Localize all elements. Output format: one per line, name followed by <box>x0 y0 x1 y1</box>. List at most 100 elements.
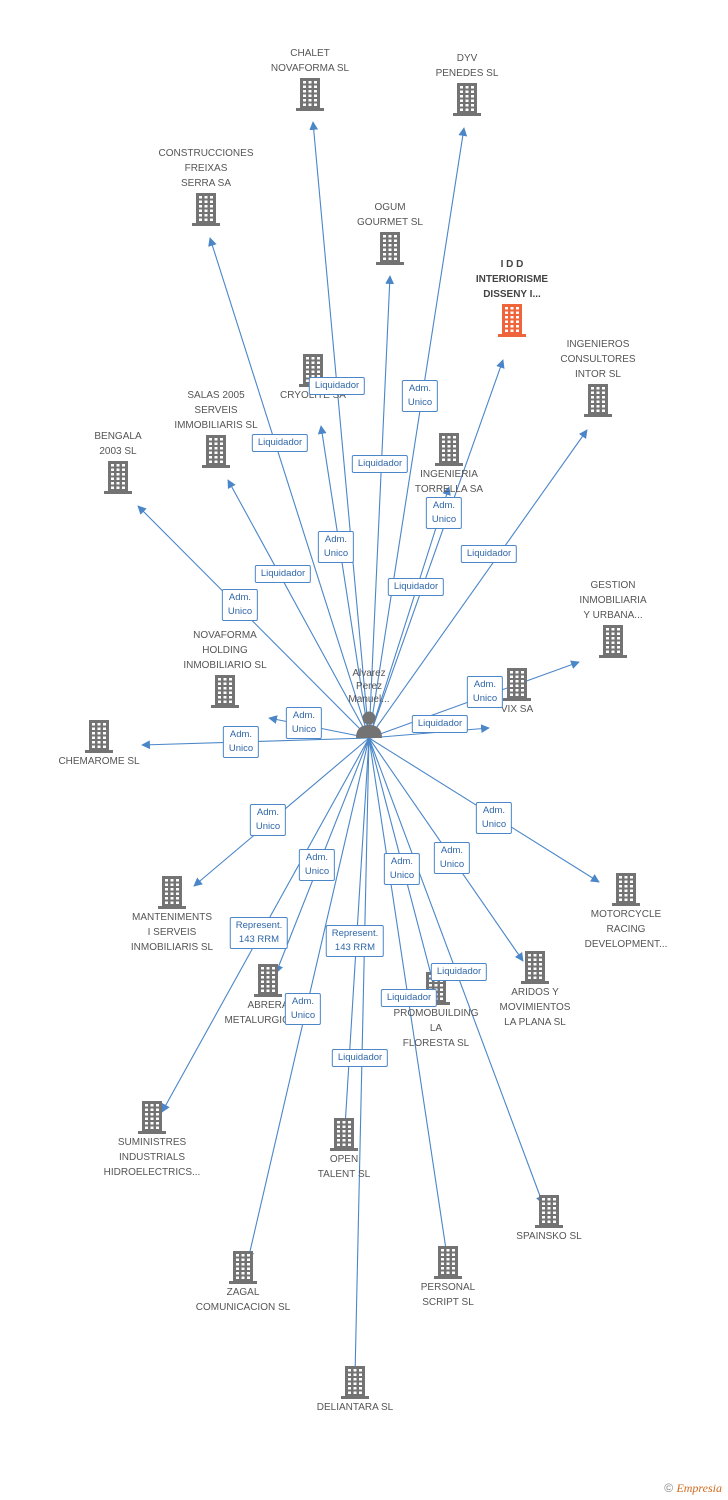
company-node-personal[interactable]: PERSONAL SCRIPT SL <box>373 1244 523 1310</box>
edge-vix <box>368 724 490 739</box>
company-node-ogum[interactable]: OGUM GOURMET SL <box>315 200 465 266</box>
company-name: BENGALA 2003 SL <box>94 431 142 457</box>
relation-label-gestion[interactable]: Adm. Unico <box>466 676 504 708</box>
company-name: DYV PENEDES SL <box>435 53 499 79</box>
relation-label-manteniments[interactable]: Adm. Unico <box>249 804 287 836</box>
company-node-spainsko[interactable]: SPAINSKO SL <box>474 1193 624 1244</box>
building-icon <box>254 964 282 997</box>
company-node-gestion[interactable]: GESTION INMOBILIARIA Y URBANA... <box>538 578 688 659</box>
building-icon <box>104 461 132 494</box>
relation-label-personal[interactable]: Liquidador <box>380 989 438 1007</box>
building-icon <box>599 625 627 658</box>
relation-label-open[interactable]: Represent. 143 RRM <box>325 925 385 957</box>
company-name: GESTION INMOBILIARIA Y URBANA... <box>579 580 647 621</box>
edge-dyv <box>368 127 468 739</box>
building-icon <box>296 78 324 111</box>
company-node-salas[interactable]: SALAS 2005 SERVEIS IMMOBILIARIS SL <box>141 388 291 469</box>
company-name: INGENIEROS CONSULTORES INTOR SL <box>560 339 636 380</box>
building-icon <box>521 951 549 984</box>
company-node-novaforma[interactable]: NOVAFORMA HOLDING INMOBILIARIO SL <box>150 628 300 709</box>
company-node-open[interactable]: OPEN TALENT SL <box>269 1116 419 1182</box>
relation-label-chalet[interactable]: Liquidador <box>308 377 366 395</box>
company-name: CRYOLITE SA <box>280 390 346 401</box>
building-icon <box>503 668 531 701</box>
building-icon <box>192 193 220 226</box>
edge-idd <box>368 359 505 739</box>
company-node-ingenieria[interactable]: INGENIERIA TORRELLA SA <box>374 431 524 497</box>
building-icon <box>434 1246 462 1279</box>
company-node-idd[interactable]: I D D INTERIORISME DISSENY I... <box>437 257 587 338</box>
relation-label-suministres[interactable]: Represent. 143 RRM <box>229 917 289 949</box>
company-node-suministres[interactable]: SUMINISTRES INDUSTRIALS HIDROELECTRICS..… <box>77 1099 227 1180</box>
edge-cryolite <box>317 425 370 739</box>
edge-salas <box>227 479 370 739</box>
relation-label-promobuilding[interactable]: Adm. Unico <box>383 853 421 885</box>
company-node-manteniments[interactable]: MANTENIMENTS I SERVEIS INMOBILIARIS SL <box>97 874 247 955</box>
relation-label-spainsko[interactable]: Liquidador <box>430 963 488 981</box>
person-node-center[interactable]: Alvarez Perez Manuel... <box>329 667 409 739</box>
company-node-motorcycle[interactable]: MOTORCYCLE RACING DEVELOPMENT... <box>551 871 701 952</box>
relation-label-construcciones[interactable]: Liquidador <box>254 565 312 583</box>
company-name: ZAGAL COMUNICACION SL <box>195 1287 291 1313</box>
relation-label-ingenieria[interactable]: Liquidador <box>387 578 445 596</box>
company-name: PROMOBUILDING LA FLORESTA SL <box>393 1008 479 1049</box>
company-node-dyv[interactable]: DYV PENEDES SL <box>392 51 542 117</box>
relation-label-deliantara[interactable]: Liquidador <box>331 1049 389 1067</box>
brand-logo[interactable]: Empresia <box>676 1481 722 1495</box>
company-name: DELIANTARA SL <box>316 1402 394 1413</box>
company-name: ARIDOS Y MOVIMIENTOS LA PLANA SL <box>499 987 571 1028</box>
company-name: CHALET NOVAFORMA SL <box>270 48 350 74</box>
building-icon <box>330 1118 358 1151</box>
building-icon <box>202 435 230 468</box>
company-name: INGENIERIA TORRELLA SA <box>414 469 484 495</box>
relation-label-aridos[interactable]: Adm. Unico <box>433 842 471 874</box>
relation-label-salas[interactable]: Liquidador <box>251 434 309 452</box>
company-name: VIX SA <box>500 704 534 715</box>
company-name: MOTORCYCLE RACING DEVELOPMENT... <box>584 909 668 950</box>
relation-label-novaforma[interactable]: Adm. Unico <box>285 707 323 739</box>
building-icon <box>138 1101 166 1134</box>
company-node-aridos[interactable]: ARIDOS Y MOVIMIENTOS LA PLANA SL <box>460 949 610 1030</box>
building-icon <box>535 1195 563 1228</box>
company-node-construcciones[interactable]: CONSTRUCCIONES FREIXAS SERRA SA <box>131 146 281 227</box>
building-icon <box>341 1366 369 1399</box>
person-name: Alvarez Perez Manuel... <box>348 668 390 705</box>
company-node-vix[interactable]: VIX SA <box>442 666 592 717</box>
relation-label-cryolite[interactable]: Adm. Unico <box>317 531 355 563</box>
building-icon <box>85 720 113 753</box>
company-name: CHEMAROME SL <box>58 756 140 767</box>
relation-label-chemarome[interactable]: Adm. Unico <box>222 726 260 758</box>
company-name: OPEN TALENT SL <box>317 1154 371 1180</box>
company-node-bengala[interactable]: BENGALA 2003 SL <box>43 429 193 495</box>
edge-chalet <box>309 121 370 739</box>
company-name: SALAS 2005 SERVEIS IMMOBILIARIS SL <box>174 390 258 431</box>
company-name: I D D INTERIORISME DISSENY I... <box>475 259 549 300</box>
relation-label-abrera[interactable]: Adm. Unico <box>284 993 322 1025</box>
company-name: NOVAFORMA HOLDING INMOBILIARIO SL <box>183 630 267 671</box>
company-node-zagal[interactable]: ZAGAL COMUNICACION SL <box>168 1249 318 1315</box>
company-node-chalet[interactable]: CHALET NOVAFORMA SL <box>235 46 385 112</box>
building-icon <box>498 304 526 337</box>
company-name: CONSTRUCCIONES FREIXAS SERRA SA <box>158 148 254 189</box>
edge-ogum <box>368 275 395 739</box>
building-icon <box>584 384 612 417</box>
relation-label-ogum[interactable]: Liquidador <box>351 455 409 473</box>
copyright-symbol: © <box>664 1481 674 1495</box>
person-icon <box>356 711 382 738</box>
relation-label-motorcycle[interactable]: Adm. Unico <box>475 802 513 834</box>
company-node-deliantara[interactable]: DELIANTARA SL <box>280 1364 430 1415</box>
building-icon <box>158 876 186 909</box>
company-node-ingenieros[interactable]: INGENIEROS CONSULTORES INTOR SL <box>523 337 673 418</box>
copyright: © Empresia <box>664 1481 722 1496</box>
relation-label-zagal[interactable]: Adm. Unico <box>298 849 336 881</box>
relation-label-ingenieros[interactable]: Liquidador <box>460 545 518 563</box>
building-icon <box>453 83 481 116</box>
company-name: OGUM GOURMET SL <box>357 202 423 228</box>
relation-label-dyv[interactable]: Adm. Unico <box>401 380 439 412</box>
relation-label-vix[interactable]: Liquidador <box>411 715 469 733</box>
relation-label-idd[interactable]: Adm. Unico <box>425 497 463 529</box>
building-icon <box>376 232 404 265</box>
company-node-chemarome[interactable]: CHEMAROME SL <box>24 718 174 769</box>
relation-label-bengala[interactable]: Adm. Unico <box>221 589 259 621</box>
